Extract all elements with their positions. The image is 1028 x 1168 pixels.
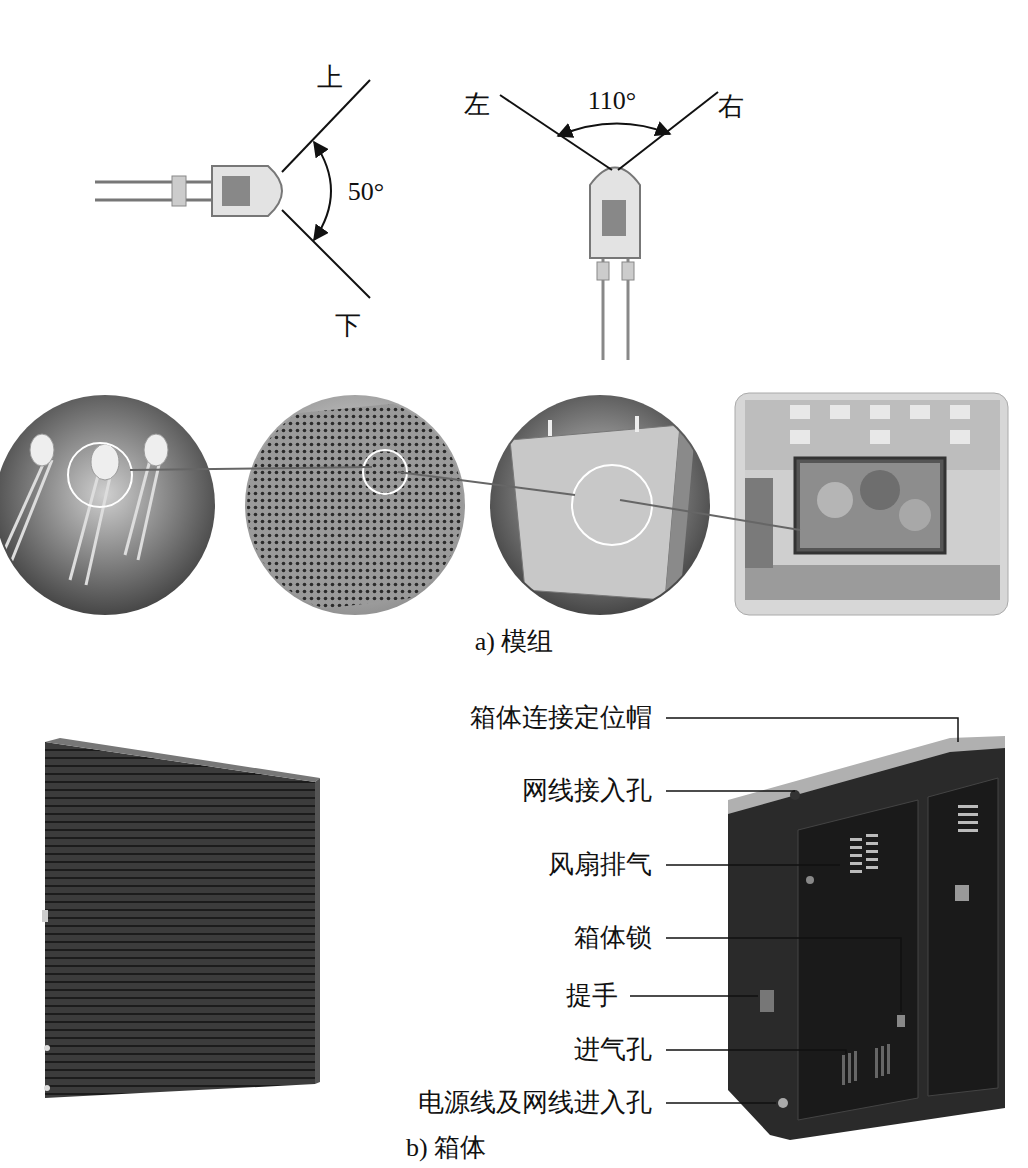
direction-label: 左 xyxy=(464,90,490,120)
subfigure-caption: b) 箱体 xyxy=(406,1133,486,1163)
callout-label: 电源线及网线进入孔 xyxy=(418,1088,652,1118)
callout-label: 提手 xyxy=(566,981,618,1011)
cabinet-front xyxy=(42,738,320,1098)
module-sequence xyxy=(0,393,1008,620)
led-side-view xyxy=(95,80,370,298)
callout-label: 网线接入孔 xyxy=(522,776,652,806)
callout-label: 箱体锁 xyxy=(574,923,652,953)
angle-label: 50° xyxy=(348,177,384,207)
direction-label: 右 xyxy=(718,92,744,122)
angle-label: 110° xyxy=(588,86,636,116)
direction-label: 下 xyxy=(335,311,361,341)
subfigure-caption: a) 模组 xyxy=(475,627,554,657)
leader-lines xyxy=(630,718,958,1103)
direction-label: 上 xyxy=(317,63,343,93)
callout-label: 进气孔 xyxy=(574,1035,652,1065)
led-front-view xyxy=(500,92,718,360)
callout-label: 箱体连接定位帽 xyxy=(470,703,652,733)
callout-label: 风扇排气 xyxy=(548,850,652,880)
